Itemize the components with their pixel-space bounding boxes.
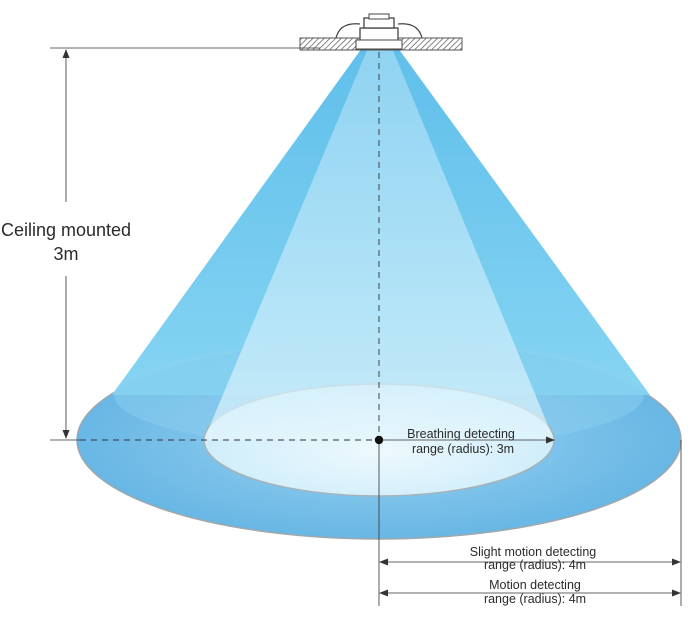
breathing-radius-arrow: [546, 436, 555, 444]
breathing-range-label-line2: range (radius): 3m: [412, 442, 514, 456]
motion-label-line1: Motion detecting: [489, 578, 581, 592]
motion-arrow-right: [672, 589, 681, 597]
height-arrow-down: [62, 430, 70, 439]
slight-motion-label-line2: range (radius): 4m: [484, 558, 586, 572]
ceiling-mounted-label: Ceiling mounted: [1, 220, 131, 240]
slight-motion-label-line1: Slight motion detecting: [470, 545, 597, 559]
slight-motion-arrow-right: [672, 558, 681, 566]
motion-arrow-left: [379, 589, 388, 597]
height-arrow-up: [62, 49, 70, 58]
ceiling-height-label: 3m: [53, 244, 78, 264]
slight-motion-arrow-left: [379, 558, 388, 566]
motion-label-line2: range (radius): 4m: [484, 592, 586, 606]
sensor-device-icon: [335, 13, 423, 50]
breathing-range-label-line1: Breathing detecting: [407, 427, 515, 441]
center-point: [374, 435, 384, 445]
